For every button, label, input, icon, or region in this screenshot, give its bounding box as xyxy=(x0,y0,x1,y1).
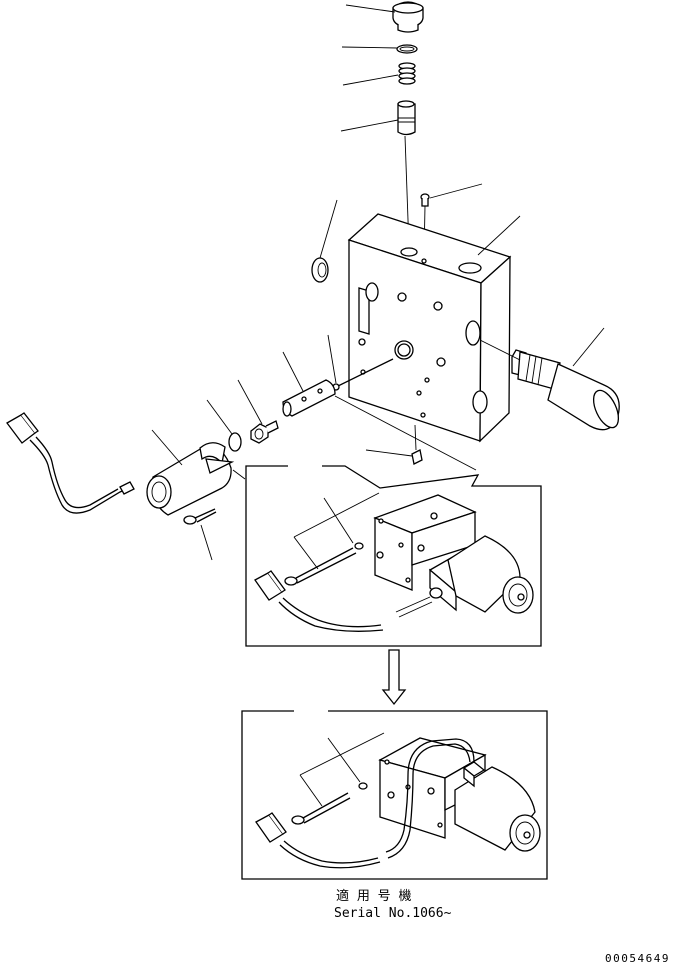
leader-line xyxy=(319,199,338,259)
leader-line xyxy=(200,524,213,561)
detail-box-upper xyxy=(245,465,542,647)
leader-line xyxy=(327,334,337,384)
leader-line xyxy=(365,449,413,457)
leader-line xyxy=(341,46,398,49)
assembly-line xyxy=(414,424,417,451)
o-ring-small-part xyxy=(228,432,242,452)
washer-part xyxy=(311,257,329,283)
leader-line xyxy=(477,215,521,256)
o-ring-part xyxy=(396,44,418,54)
wire-connector-part xyxy=(6,412,135,514)
detail-box-lower xyxy=(241,710,548,880)
applicable-machine-label: 適 用 号 機 xyxy=(336,888,411,904)
leader-line xyxy=(345,4,396,13)
leader-line xyxy=(282,351,304,392)
leader-line xyxy=(429,183,483,199)
bolt-part xyxy=(183,508,217,525)
coil-sleeve-part xyxy=(282,379,336,417)
leader-line xyxy=(340,119,399,132)
small-screw-part xyxy=(420,193,430,207)
leader-line xyxy=(237,379,263,425)
plug-part xyxy=(392,1,424,33)
spool-part xyxy=(397,100,416,136)
leader-line xyxy=(342,74,399,86)
bottom-plug-part xyxy=(411,449,423,465)
assembly-line xyxy=(334,395,477,471)
arrow-down xyxy=(381,649,407,706)
serial-number-label: Serial No.1066~ xyxy=(334,906,452,921)
assembly-line xyxy=(479,339,521,361)
nut-part xyxy=(250,420,279,444)
spring-part xyxy=(398,62,416,85)
cartridge-valve-part xyxy=(511,349,620,431)
solenoid-coil-part xyxy=(146,442,235,516)
leader-line xyxy=(572,327,605,367)
assembly-line xyxy=(232,469,246,480)
leader-line xyxy=(206,399,233,435)
drawing-number: 00054649 xyxy=(605,952,670,965)
leader-line xyxy=(151,429,183,466)
valve-block xyxy=(347,213,512,443)
